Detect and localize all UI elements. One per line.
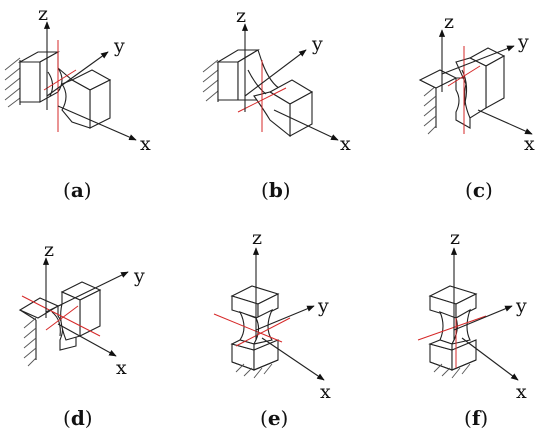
wall-hatch: [429, 359, 477, 379]
z-axis-label: z: [252, 227, 262, 249]
axes-c: z y x: [438, 11, 535, 155]
z-axis-label: z: [450, 227, 460, 249]
z-axis-label: z: [38, 3, 48, 25]
y-axis-label: y: [133, 265, 145, 287]
section-plane-lines: [21, 295, 101, 337]
y-axis-arrow: [255, 305, 315, 331]
caption-e: (e): [260, 406, 288, 430]
y-axis-arrow: [453, 305, 513, 331]
axes-f: z y x: [450, 227, 527, 403]
panel-a: z y x (a): [4, 3, 151, 202]
section-plane-lines: [213, 313, 291, 347]
y-axis-label: y: [317, 295, 329, 317]
y-axis-label: y: [515, 295, 527, 317]
x-axis-arrow: [261, 337, 325, 381]
wall-hatch: [19, 309, 37, 367]
y-axis-arrow: [244, 49, 307, 97]
x-axis-label: x: [516, 381, 527, 403]
axes-d: z y x: [42, 239, 145, 379]
wall-hatch: [231, 359, 279, 379]
x-axis-arrow: [461, 337, 519, 381]
panel-b: z y x (b): [202, 5, 351, 202]
caption-a: (a): [63, 178, 92, 202]
axes-b: z y x: [236, 5, 351, 155]
caption-d: (d): [63, 406, 93, 430]
y-axis-label: y: [113, 35, 125, 57]
section-plane-lines: [237, 60, 287, 132]
wall-hatch: [419, 79, 437, 135]
panel-e: z y x (e): [213, 227, 331, 430]
panel-c: z y x (c): [418, 11, 535, 202]
y-axis-arrow: [441, 45, 515, 75]
caption-f: (f): [464, 406, 488, 430]
specimen-body: [17, 51, 112, 129]
specimen-body: [428, 285, 478, 371]
z-axis-label: z: [444, 11, 454, 33]
x-axis-label: x: [340, 133, 351, 155]
x-axis-arrow: [273, 109, 339, 141]
section-plane-lines: [447, 46, 481, 134]
specimen-body: [230, 285, 280, 371]
axes-e: z y x: [252, 227, 331, 403]
wall-hatch: [4, 57, 21, 108]
caption-b: (b): [261, 178, 291, 202]
y-axis-arrow: [45, 271, 129, 313]
x-axis-label: x: [116, 357, 127, 379]
x-axis-label: x: [524, 133, 535, 155]
axes-a: z y x: [38, 3, 151, 155]
wall-hatch: [202, 59, 219, 102]
section-plane-lines: [43, 40, 77, 132]
x-axis-arrow: [477, 109, 533, 135]
y-axis-arrow: [46, 51, 109, 97]
x-axis-arrow: [57, 323, 117, 357]
z-axis-label: z: [236, 5, 246, 27]
panel-d: z y x (d): [18, 239, 145, 430]
specimen-body: [216, 49, 314, 138]
caption-c: (c): [465, 178, 493, 202]
x-axis-label: x: [320, 381, 331, 403]
y-axis-label: y: [311, 33, 323, 55]
x-axis-label: x: [140, 133, 151, 155]
y-axis-label: y: [517, 31, 529, 53]
x-axis-arrow: [57, 105, 137, 141]
specimen-body: [18, 281, 102, 351]
panel-f: z y x (f): [417, 227, 527, 430]
section-plane-lines: [417, 315, 487, 368]
z-axis-label: z: [44, 239, 54, 261]
